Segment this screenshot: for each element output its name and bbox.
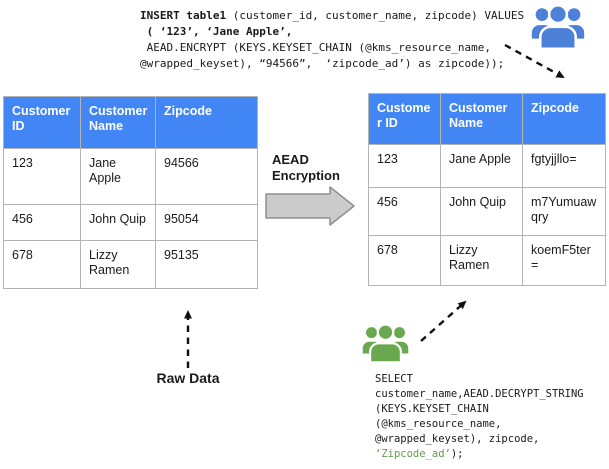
aead-label-line: AEAD [272,152,309,167]
table-row: 456 John Quip m7Yumuawqry [368,187,606,236]
table-cell: 123 [3,148,81,205]
insert-code-line: AEAD.ENCRYPT (KEYS.KEYSET_CHAIN (@kms_re… [140,41,491,54]
table-cell: Lizzy Ramen [440,235,523,286]
table-cell: m7Yumuawqry [522,187,606,236]
aead-label-line: Encryption [272,168,340,183]
table-cell: Jane Apple [80,148,156,205]
select-code-line: (@kms_resource_name, [375,418,502,430]
table-cell: 456 [3,204,81,241]
table-row: 123 Jane Apple fgtyjjllo= [368,144,606,188]
table-cell: John Quip [80,204,156,241]
raw-data-label: Raw Data [156,370,220,386]
select-code-line: (KEYS.KEYSET_CHAIN [375,403,489,415]
column-header: Zipcode [155,96,258,149]
insert-code-line: ( ‘123’, ‘Jane Apple’, [140,25,293,38]
table-cell: fgtyjjllo= [522,144,606,188]
table-cell: 678 [3,240,81,289]
select-flow-arrow [420,300,467,342]
table-row: 678 Lizzy Ramen koemF5ter= [368,235,606,286]
table-cell: 678 [368,235,441,286]
column-header: Customer Name [80,96,156,149]
table-header-row: Customer ID Customer Name Zipcode [3,96,258,149]
insert-code-line: INSERT table1 (customer_id, customer_nam… [140,8,524,24]
insert-query-code: INSERT table1 (customer_id, customer_nam… [140,8,524,72]
table-cell: koemF5ter= [522,235,606,286]
zipcode-ad-literal: ‘Zipcode_ad’ [375,448,451,460]
select-code-line: SELECT [375,373,413,385]
table-cell: 95054 [155,204,258,241]
encrypted-data-table: Customer ID Customer Name Zipcode 123 Ja… [368,93,606,286]
table-cell: John Quip [440,187,523,236]
green-users-icon [362,320,409,365]
select-code-line: customer_name,AEAD.DECRYPT_STRING [375,388,584,400]
aead-encryption-label: AEAD Encryption [272,152,340,184]
column-header: Customer Name [440,93,523,145]
raw-data-table: Customer ID Customer Name Zipcode 123 Ja… [3,96,258,289]
insert-columns: (customer_id, customer_name, zipcode) VA… [226,9,525,22]
insert-code-line: @wrapped_keyset), “94566”, ‘zipcode_ad’)… [140,57,505,70]
table-cell: Jane Apple [440,144,523,188]
select-query-code: SELECT customer_name,AEAD.DECRYPT_STRING… [375,372,584,462]
table-cell: 456 [368,187,441,236]
column-header: Customer ID [368,93,441,145]
select-code-end: ); [450,448,464,460]
encryption-block-arrow [265,186,355,226]
table-row: 123 Jane Apple 94566 [3,148,258,205]
column-header: Customer ID [3,96,81,149]
select-code-line: ‘Zipcode_ad’); [375,447,584,462]
table-cell: 123 [368,144,441,188]
select-code-line: @wrapped_keyset), zipcode, [375,433,540,445]
table-cell: 94566 [155,148,258,205]
table-header-row: Customer ID Customer Name Zipcode [368,93,606,145]
insert-keyword: INSERT table1 [140,9,227,22]
table-row: 678 Lizzy Ramen 95135 [3,240,258,289]
table-cell: 95135 [155,240,258,289]
table-row: 456 John Quip 95054 [3,204,258,241]
column-header: Zipcode [522,93,606,145]
table-cell: Lizzy Ramen [80,240,156,289]
blue-users-icon [531,3,585,49]
